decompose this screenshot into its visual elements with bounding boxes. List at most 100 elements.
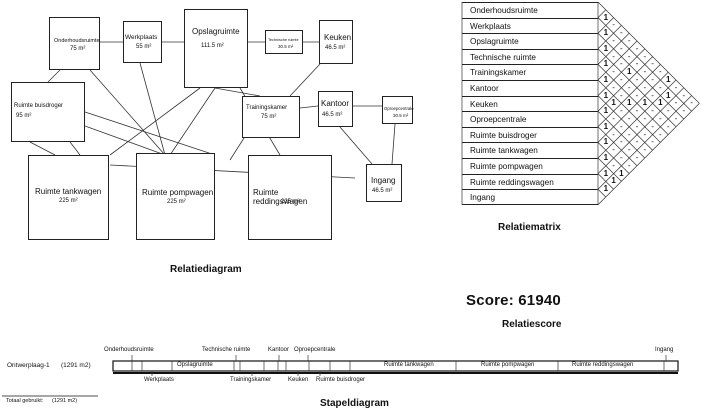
room-area: 111.5 m² — [201, 43, 224, 49]
room-technische-ruimte[interactable]: Technische ruimte 30.5 m² — [265, 30, 303, 54]
matrix-cell: - — [612, 114, 615, 123]
stack-total-area: (1291 m2) — [52, 398, 78, 404]
stack-top-label: Kantoor — [268, 347, 290, 353]
matrix-cell: - — [651, 106, 654, 116]
matrix-cell: - — [635, 75, 639, 84]
matrix-cell: - — [643, 114, 647, 123]
room-trainingskamer[interactable]: Trainingskamer 75 m² — [242, 96, 300, 138]
matrix-cell: 1 — [603, 184, 609, 194]
matrix-cell: 1 — [603, 90, 609, 100]
matrix-cell: - — [643, 67, 647, 77]
matrix-cell: - — [643, 129, 647, 139]
matrix-cell: 1 — [603, 137, 609, 147]
matrix-row-label: Onderhoudsruimte — [462, 2, 598, 18]
room-area: 55 m² — [136, 44, 152, 50]
matrix-cell: - — [627, 145, 631, 155]
stack-top-label: Technische ruimte — [202, 347, 251, 353]
matrix-cell: - — [627, 51, 631, 61]
matrix-cell: - — [666, 121, 670, 131]
room-ruimte-reddingswagen[interactable]: Ruimte reddingswagen 225 m² — [248, 155, 332, 240]
room-area: 225 m² — [167, 199, 186, 205]
stack-row-area: (1291 m2) — [61, 362, 91, 369]
matrix-cell: - — [635, 106, 639, 116]
score-value: Score: 61940 — [466, 292, 561, 309]
room-area: 225 m² — [281, 199, 300, 205]
room-name: Opslagruimte — [192, 27, 240, 36]
matrix-cell: - — [620, 137, 623, 147]
room-name: Ruimte buisdroger — [14, 103, 64, 109]
matrix-cell: - — [627, 36, 631, 45]
matrix-cell: - — [659, 114, 662, 123]
room-name: Ingang — [371, 176, 396, 185]
room-keuken[interactable]: Keuken 46.5 m² — [319, 20, 353, 64]
stack-segment-label: Opslagruimte — [177, 362, 213, 368]
matrix-row-label: Keuken — [462, 95, 598, 112]
matrix-cell: - — [674, 82, 678, 92]
room-name: Keuken — [324, 33, 352, 42]
room-opslagruimte[interactable]: Opslagruimte 111.5 m² — [184, 9, 248, 88]
matrix-cell: 1 — [603, 106, 609, 116]
stack-row-label: Ontwerplaag-1 — [7, 362, 50, 369]
matrix-row-label: Kantoor — [462, 80, 598, 96]
matrix-cell: - — [627, 82, 631, 92]
room-ruimte-pompwagen[interactable]: Ruimte pompwagen 225 m² — [136, 153, 215, 240]
stack-top-label: Onderhoudsruimte — [104, 347, 154, 353]
stack-segment-label: Ruimte tankwagen — [384, 362, 434, 368]
matrix-cell: 1 — [603, 59, 609, 69]
room-oproepcentrale[interactable]: Oproepcentrale 30.5 m² — [382, 96, 414, 124]
matrix-row-label: Trainingskamer — [462, 64, 598, 80]
matrix-cell: - — [612, 36, 615, 45]
matrix-cell: - — [666, 106, 670, 116]
room-name: Kantoor — [321, 99, 350, 108]
matrix-cell: - — [627, 160, 631, 170]
score-caption: Relatiescore — [502, 319, 562, 330]
matrix-cell: 1 — [603, 168, 609, 178]
room-area: 30.5 m² — [278, 44, 294, 49]
matrix-cell: 1 — [603, 43, 609, 53]
room-area: 75 m² — [70, 46, 86, 52]
room-ruimte-buisdroger[interactable]: Ruimte buisdroger 95 m² — [11, 82, 85, 142]
matrix-cell: - — [620, 121, 623, 131]
matrix-row-label: Ruimte tankwagen — [462, 142, 598, 158]
matrix-row-label: Ruimte pompwagen — [462, 158, 598, 174]
room-werkplaats[interactable]: Werkplaats 55 m² — [123, 21, 162, 63]
matrix-cell: - — [635, 90, 639, 100]
matrix-cell: - — [620, 59, 623, 69]
matrix-cell: - — [620, 28, 623, 38]
matrix-cell: - — [674, 114, 678, 123]
matrix-cell: - — [659, 82, 662, 92]
matrix-cell: - — [682, 106, 686, 116]
matrix-cell: - — [620, 153, 623, 162]
room-name: Ruimte reddingswagen — [253, 188, 308, 206]
matrix-cell: - — [651, 75, 654, 84]
matrix-cell: 1 — [626, 67, 632, 77]
matrix-cell: - — [612, 51, 615, 61]
room-ingang[interactable]: Ingang 46.5 m² — [366, 164, 402, 202]
matrix-cell: - — [612, 129, 615, 139]
matrix-cell: - — [612, 20, 615, 30]
room-name: Oproepcentrale — [384, 106, 414, 111]
matrix-cell: 1 — [611, 98, 616, 108]
stack-total-label: Totaal gebruikt: — [6, 398, 44, 404]
stack-segment-label: Ruimte reddingswagen — [572, 362, 634, 368]
room-onderhoudsruimte[interactable]: Onderhoudsruimte 75 m² — [49, 17, 100, 70]
matrix-cell: 1 — [658, 98, 663, 108]
matrix-cell: - — [620, 43, 623, 53]
room-area: 46.5 m² — [325, 45, 346, 51]
room-name: Ruimte tankwagen — [35, 187, 102, 196]
matrix-cell: 1 — [642, 98, 648, 108]
room-kantoor[interactable]: Kantoor 46.5 m² — [318, 91, 353, 127]
stack-bottom-label: Werkplaats — [144, 377, 174, 383]
matrix-cell: - — [627, 129, 631, 139]
stack-bottom-label: Ruimte buisdroger — [316, 377, 366, 383]
matrix-row-label: Ruimte reddingswagen — [462, 173, 598, 190]
room-area: 30.5 m² — [393, 113, 409, 118]
room-name: Trainingskamer — [246, 105, 288, 111]
room-ruimte-tankwagen[interactable]: Ruimte tankwagen 225 m² — [28, 155, 109, 240]
matrix-cell: - — [612, 67, 615, 77]
matrix-row-label: Ingang — [462, 189, 598, 205]
matrix-cell: - — [651, 137, 654, 147]
matrix-cell: - — [620, 75, 623, 84]
matrix-cell: - — [612, 145, 615, 155]
